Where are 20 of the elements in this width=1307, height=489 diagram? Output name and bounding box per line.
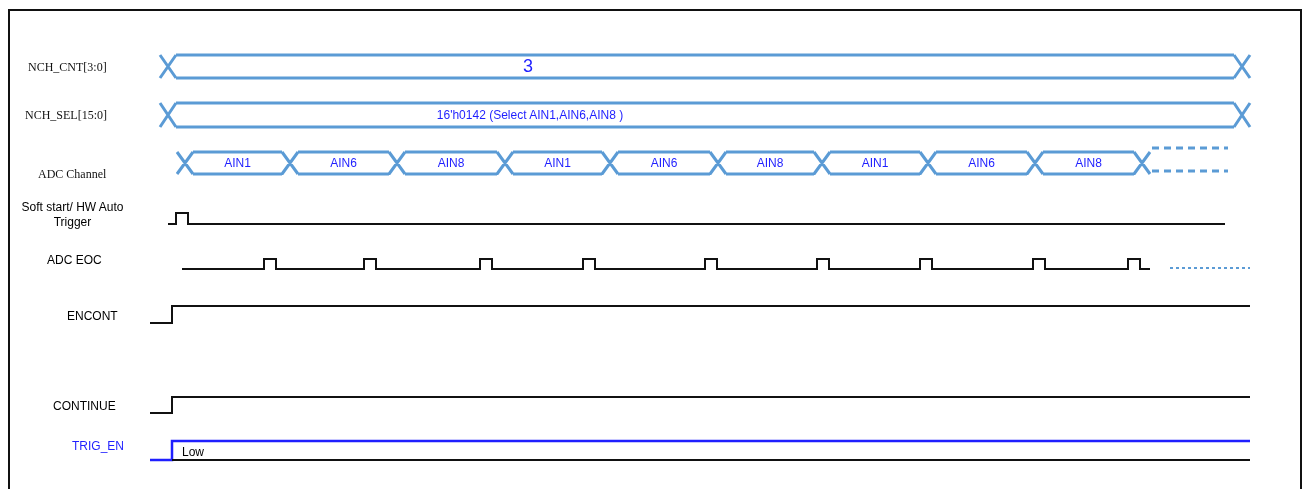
channel-value: AIN6 (967, 156, 996, 170)
channel-value: AIN1 (860, 156, 890, 170)
signal-name: NCH_SEL[15:0] (25, 108, 107, 122)
channel-value: AIN6 (329, 156, 358, 170)
level-note: Low (182, 445, 204, 459)
signal-name: ENCONT (67, 309, 118, 323)
channel-value: AIN1 (223, 156, 252, 170)
signal-name: Soft start/ HW Auto Trigger (20, 200, 125, 230)
signal-name: CONTINUE (53, 399, 116, 413)
bus-value: 3 (522, 56, 534, 76)
channel-value: AIN8 (436, 156, 466, 170)
signal-name: TRIG_EN (72, 439, 124, 453)
signal-name: ADC EOC (47, 253, 102, 267)
signal-name: ADC Channel (38, 167, 107, 181)
channel-value: AIN8 (755, 156, 785, 170)
signal-name: NCH_CNT[3:0] (28, 60, 107, 74)
channel-value: AIN6 (649, 156, 679, 170)
channel-value: AIN1 (543, 156, 572, 170)
bus-value: 16'h0142 (Select AIN1,AIN6,AIN8 ) (435, 108, 625, 122)
channel-value: AIN8 (1074, 156, 1103, 170)
